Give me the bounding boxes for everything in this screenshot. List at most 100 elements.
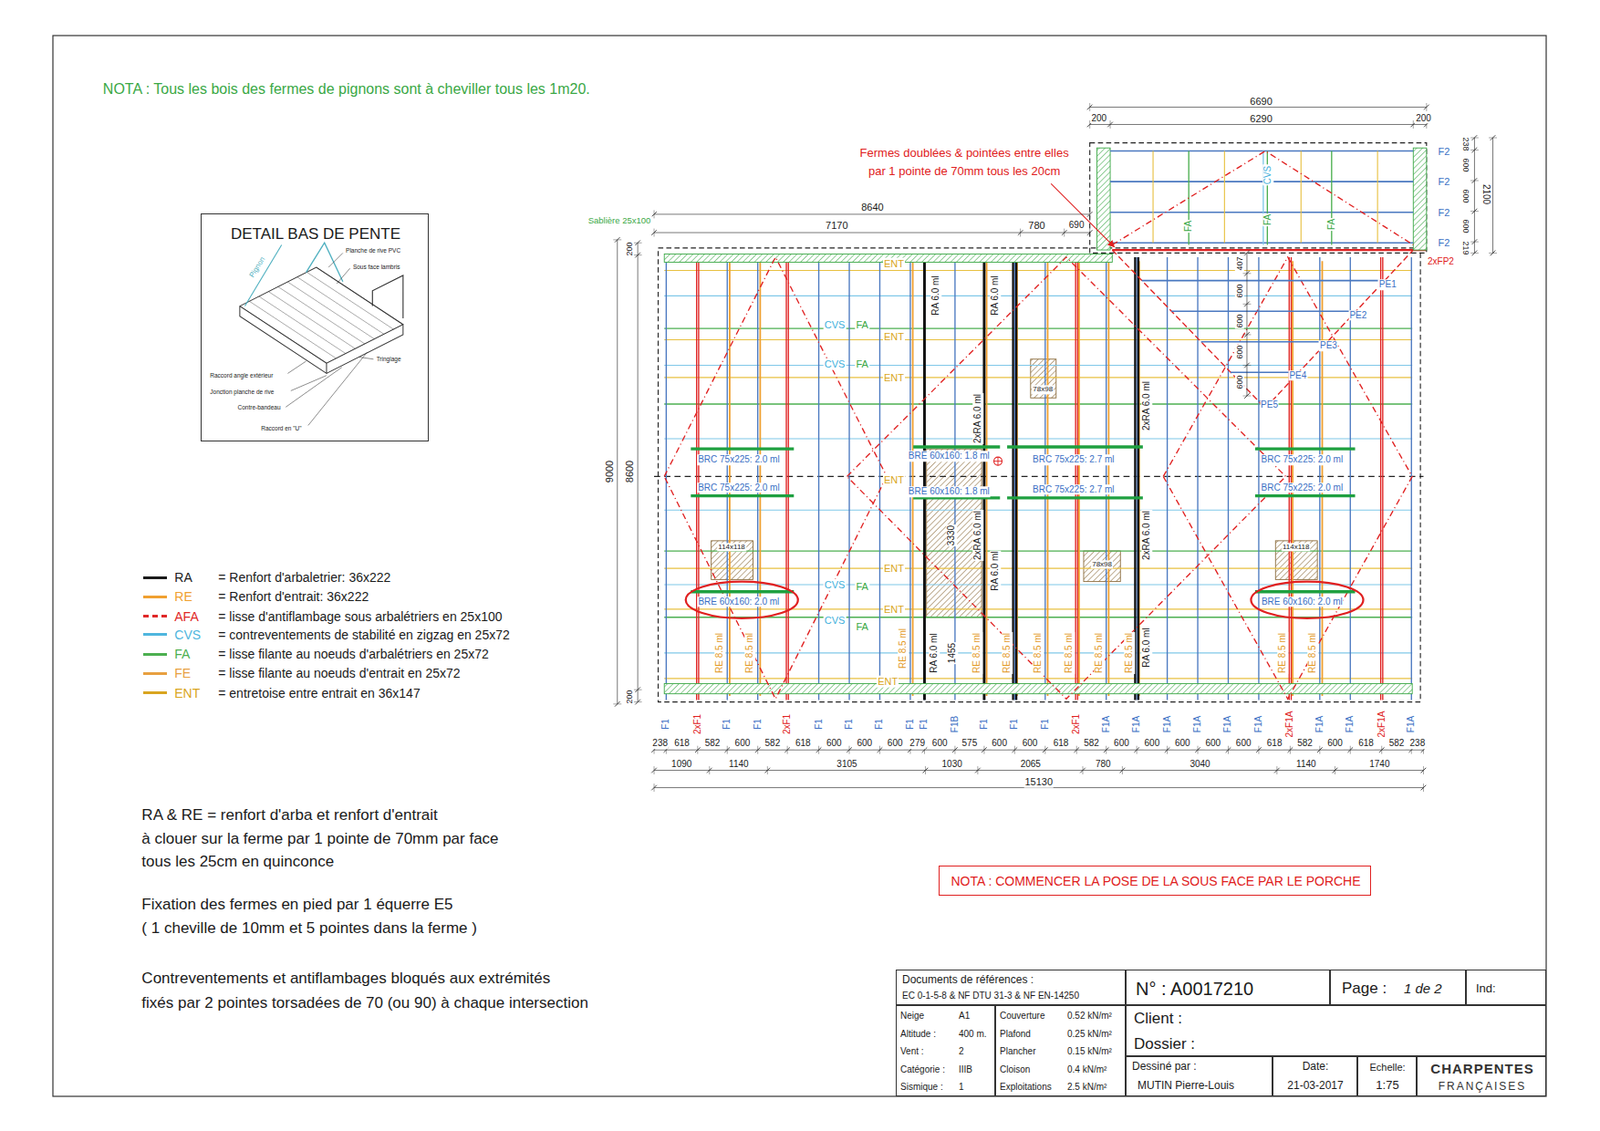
dimension-tick (654, 766, 655, 775)
truss-tag: F1 (904, 717, 916, 731)
reinforcement-tag: RE 8.5 ml (714, 632, 726, 675)
legend-swatch (143, 614, 168, 618)
dimension-tick (727, 746, 728, 755)
lambris-hatch (268, 291, 355, 350)
truss-tag: F1B (949, 715, 961, 734)
dimension-tick (612, 703, 622, 705)
reinforcement-tag: RA 6.0 ml (989, 550, 1001, 593)
porch-truss (1110, 150, 1413, 153)
detail-label: Raccord angle extérieur (208, 372, 274, 379)
dimension-tick (1470, 179, 1479, 181)
porch-wall (1412, 147, 1427, 250)
truss-tag: F1 (874, 717, 886, 731)
dimension-tick (1063, 228, 1065, 238)
beam-line (913, 445, 1000, 448)
dimension-tick (1089, 228, 1091, 238)
dimension-tick (818, 746, 820, 755)
dimension-line (1090, 106, 1427, 108)
dimension-tick (633, 254, 643, 256)
legend-code: ENT (174, 685, 200, 700)
lisse-line (664, 568, 1413, 570)
dimension-value: 600 (1112, 738, 1131, 750)
dimension-value: 600 (1204, 738, 1222, 750)
dimension-tick (1350, 746, 1351, 755)
dimension-tick (1044, 746, 1046, 755)
reinforcement-tag: RE 8.5 ml (897, 627, 909, 670)
dimension-tick (954, 746, 956, 755)
truss-line (924, 257, 925, 700)
member-tag: CVS (823, 318, 847, 331)
jack-truss (1142, 280, 1385, 282)
dimension-value: 6690 (1248, 94, 1273, 107)
dimension-tick (1227, 746, 1229, 755)
dimension-tick (1242, 333, 1251, 335)
dimension-value: 3105 (835, 758, 858, 770)
note-arrow (1050, 183, 1114, 247)
highlight-ellipse (1250, 581, 1363, 619)
beam-line (1255, 447, 1356, 451)
member-tag: CVS (823, 358, 847, 371)
cell-text: 2.5 kN/m² (1067, 1081, 1107, 1093)
dimension-value: 200 (624, 689, 634, 706)
double-truss (1288, 257, 1290, 700)
plan-group (239, 103, 1497, 792)
truss-tag: F1A (1101, 715, 1112, 734)
pignon-leader (244, 244, 281, 306)
dimension-tick (1019, 228, 1021, 238)
re-reinforcement (912, 260, 915, 697)
dimension-value: 600 (1235, 313, 1245, 330)
dimension-tick (612, 238, 622, 240)
cell-text: IIIB (958, 1064, 973, 1076)
ra-reinforcement (1015, 257, 1018, 700)
double-truss (1077, 257, 1079, 700)
opening-size: 114x118 (1281, 542, 1311, 551)
dimension-tick (1381, 746, 1382, 755)
lisse-line (664, 509, 1413, 511)
cell-text: Vent : (900, 1046, 925, 1058)
soffit-outline (239, 267, 404, 364)
lisse-line (664, 295, 1413, 297)
porch-entretoise (1224, 151, 1226, 244)
note-box: NOTA : COMMENCER LA POSE DE LA SOUS FACE… (938, 865, 1372, 896)
marker-circle (994, 457, 1003, 466)
cell-text: 0.52 kN/m² (1067, 1010, 1112, 1022)
title-cell: Date:21-03-2017 (1272, 1056, 1358, 1097)
dimension-tick (1289, 746, 1291, 755)
double-truss (1380, 257, 1382, 700)
dimension-value: 9000 (602, 459, 615, 484)
dimension-value: 600 (825, 738, 843, 750)
plan-note: Fermes doublées & pointées entre elles (859, 145, 1071, 160)
re-reinforcement (1291, 260, 1294, 697)
lambris-hatch (306, 271, 394, 330)
truss-tag: F1A (1192, 715, 1204, 734)
dimension-tick (1166, 746, 1168, 755)
reinforcement-tag: 2xRA 6.0 ml (1142, 509, 1154, 562)
dimension-tick (708, 766, 710, 775)
beam-tag: BRC 75x225: 2.0 ml (1260, 482, 1345, 494)
lambris-hatch (297, 277, 385, 335)
truss-tag: F1A (1223, 715, 1235, 734)
dimension-value: 600 (990, 738, 1008, 750)
dimension-value: 780 (1027, 219, 1046, 232)
cell-text: EC 0-1-5-8 & NF DTU 31-3 & NF EN-14250 (902, 990, 1080, 1002)
member-tag: FA (1263, 212, 1275, 226)
member-tag: FA (855, 358, 870, 371)
re-reinforcement (758, 260, 761, 697)
legend-description: = Renfort d'arbaletrier: 36x222 (217, 570, 392, 585)
beam-line (1007, 496, 1143, 499)
dimension-value: 8640 (860, 201, 884, 214)
dimension-value: 200 (624, 240, 634, 257)
dimension-tick (1136, 746, 1138, 755)
note-text: RA & RE = renfort d'arba et renfort d'en… (140, 806, 438, 825)
cell-text: Couverture (999, 1010, 1045, 1022)
truss-tag: F1 (1039, 717, 1051, 731)
cell-text: Echelle: (1369, 1061, 1405, 1074)
cell-text: N° : A0017210 (1135, 978, 1254, 1000)
reinforcement-tag: RE 8.5 ml (744, 632, 756, 675)
dimension-tick (1423, 783, 1424, 792)
truss-tag: 2xF1A (1285, 710, 1297, 739)
beam-tag: BRE 60x160: 2.0 ml (696, 596, 780, 608)
legend-code: RA (174, 570, 192, 585)
dimension-tick (1081, 766, 1083, 775)
dimension-value: 219 (1461, 239, 1471, 256)
